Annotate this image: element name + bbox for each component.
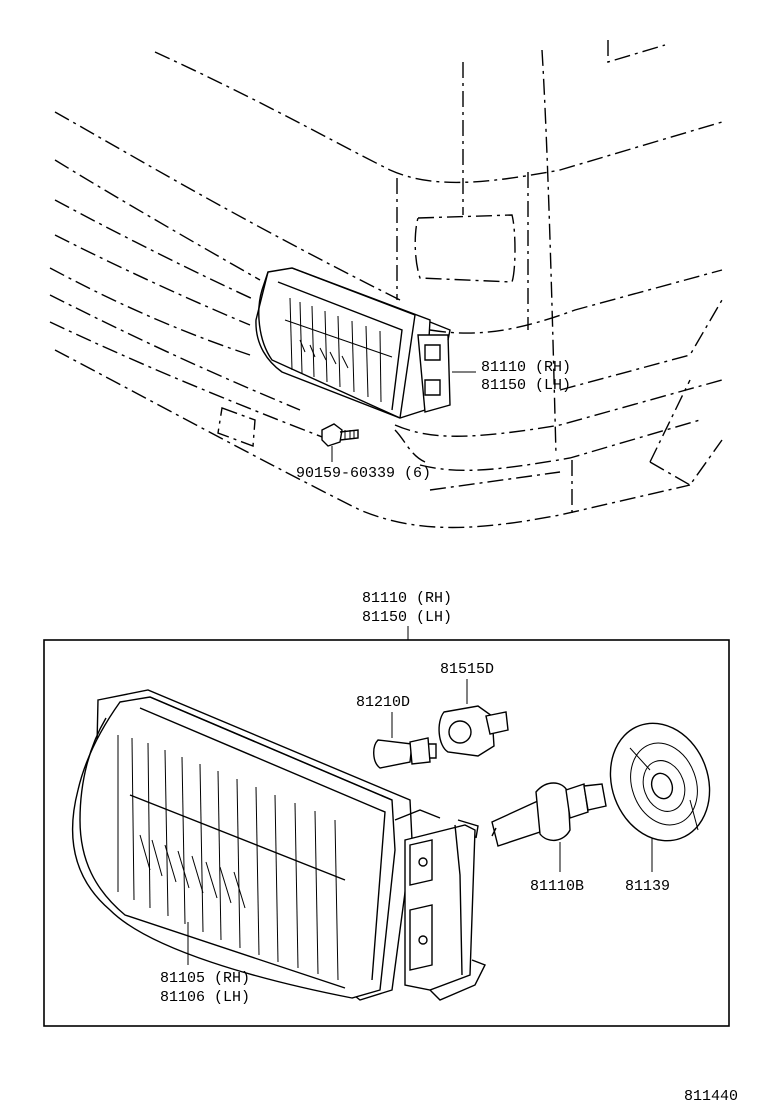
- screw: [321, 423, 359, 447]
- detail-header-lh: 81150 (LH): [362, 609, 452, 626]
- bulb-81210D: [373, 737, 437, 769]
- top-headlamp-label-rh: 81110 (RH): [481, 359, 571, 376]
- socket-81515D: [438, 705, 509, 757]
- headlamp-assembly-large: [71, 689, 486, 1001]
- detail-header-rh: 81110 (RH): [362, 590, 452, 607]
- label-81106-lh: 81106 (LH): [160, 989, 250, 1006]
- detail-frame: [43, 639, 730, 1027]
- vehicle-corner-phantom: [49, 40, 723, 529]
- bulb-81110B: [491, 782, 607, 847]
- label-81139: 81139: [625, 878, 670, 895]
- figure-number: 811440: [684, 1088, 738, 1105]
- headlamp-small: [255, 267, 451, 419]
- label-81110B: 81110B: [530, 878, 584, 895]
- label-81210D: 81210D: [356, 694, 410, 711]
- cover-81139: [609, 722, 711, 842]
- label-81515D: 81515D: [440, 661, 494, 678]
- top-headlamp-label-lh: 81150 (LH): [481, 377, 571, 394]
- label-81105-rh: 81105 (RH): [160, 970, 250, 987]
- screw-label: 90159-60339 (6): [296, 465, 431, 482]
